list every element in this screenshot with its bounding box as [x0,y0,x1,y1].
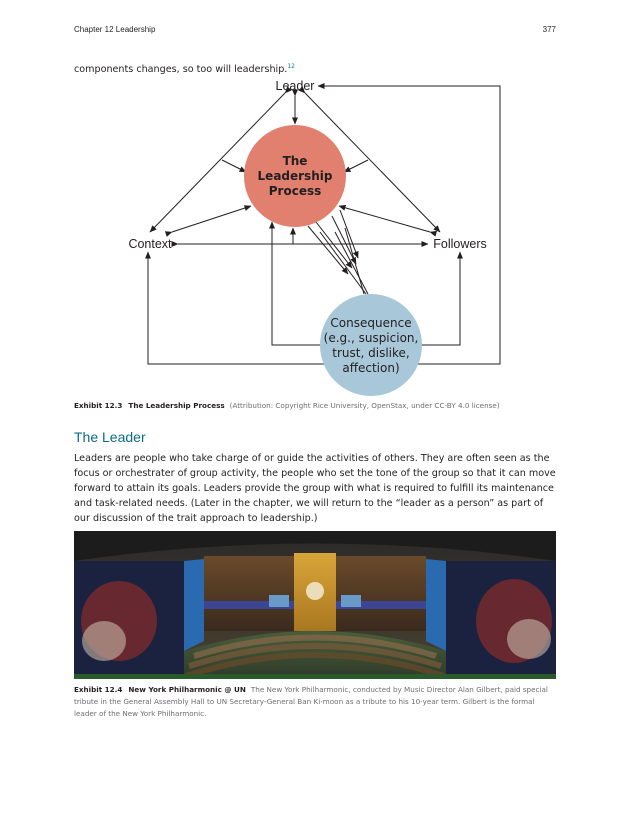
intro-text: components changes, so too will leadersh… [74,59,556,77]
running-head-chapter: Chapter 12 Leadership [74,25,156,34]
loop-consequence-followers [421,251,463,346]
loop-consequence-leader [317,83,501,365]
process-label-line-3: Process [269,184,322,198]
arrow-consequence-origin-2 [319,231,367,295]
consequence-label-line-4: affection) [342,361,399,375]
process-label-line-2: Leadership [258,169,333,183]
arrow-process-consequence-2 [315,221,353,269]
arrow-leader-context [149,86,292,233]
followers-label: Followers [433,237,487,251]
arrow-leader-followers [298,86,441,233]
arrow-side-left-top [221,159,247,173]
consequence-label-line-1: Consequence [330,316,411,330]
arrow-process-consequence-3 [331,215,357,265]
philharmonic-photo [74,531,556,679]
loop-consequence-context [145,251,343,365]
arrow-side-right-bottom [338,204,438,237]
footnote-ref[interactable]: 12 [287,63,295,70]
exhibit-12-4-label: Exhibit 12.4 [74,685,123,694]
exhibit-12-4-title: New York Philharmonic @ UN [128,685,246,694]
arrow-consequence-origin [334,231,369,295]
exhibit-12-4-text: The New York Philharmonic, conducted by … [74,685,548,718]
diagram-connectors [145,83,501,365]
exhibit-12-3-title: The Leadership Process [128,401,225,410]
assembly-hall-image [74,531,556,679]
arrow-process-consequence-4 [339,209,359,259]
loop-consequence-process [269,221,321,346]
process-circle [244,125,346,227]
arrow-side-left-bottom [164,205,252,237]
consequence-label-line-3: trust, dislike, [332,346,409,360]
consequence-label-line-2: (e.g., suspicion, [324,331,419,345]
exhibit-12-3-label: Exhibit 12.3 [74,401,123,410]
intro-sentence: components changes, so too will leadersh… [74,64,288,76]
arrow-process-consequence-1 [307,225,349,275]
exhibit-12-3-attribution: (Attribution: Copyright Rice University,… [229,401,500,410]
section-heading: The Leader [74,429,146,445]
process-label-line-1: The [283,154,308,168]
context-label: Context [128,237,172,251]
consequence-circle [320,294,422,396]
section-paragraph: Leaders are people who take charge of or… [74,453,556,524]
arrow-consequence-origin-3 [344,227,365,295]
arrow-side-right-top [343,159,369,173]
leader-label: Leader [276,79,315,93]
page-number: 377 [542,25,556,34]
exhibit-12-3-caption: Exhibit 12.3 The Leadership Process (Attri… [74,400,556,412]
